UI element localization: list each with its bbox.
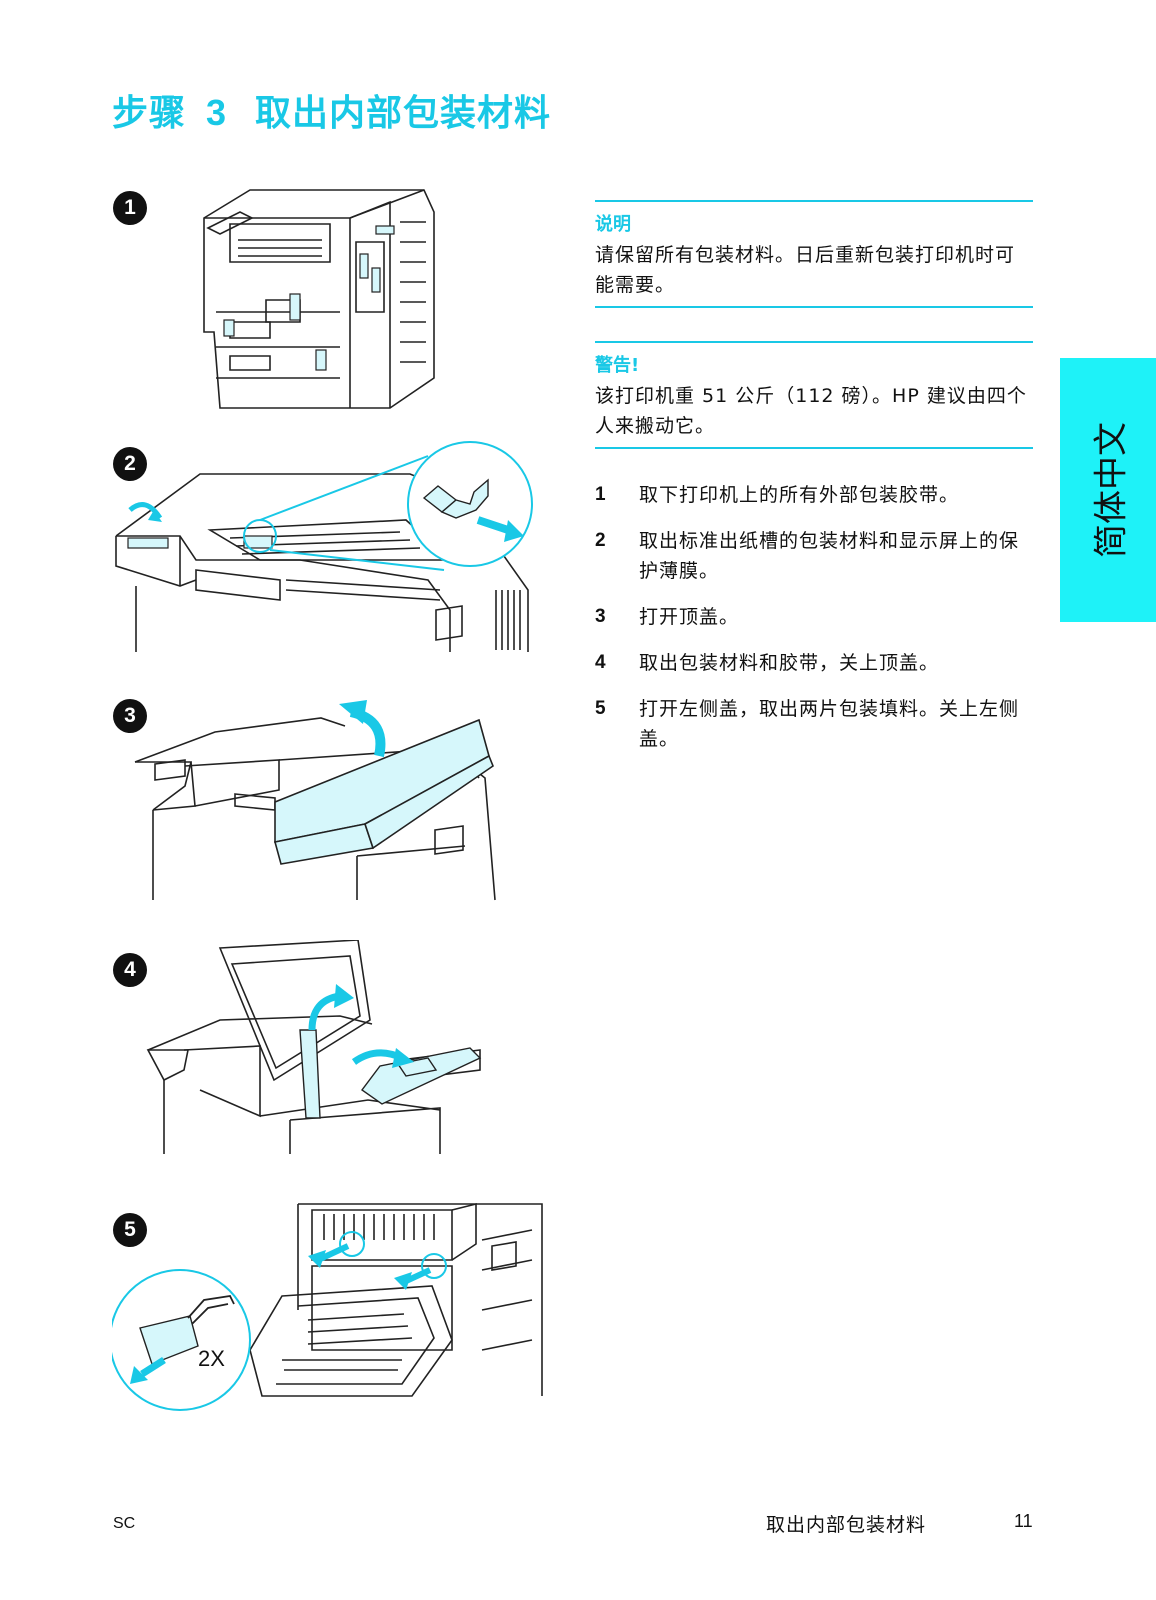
list-item: 2 取出标准出纸槽的包装材料和显示屏上的保护薄膜。 [595,526,1035,586]
language-tab-label: 简体中文 [1091,422,1132,558]
step-number: 5 [595,698,607,719]
step-badge-4: 4 [113,953,147,987]
steps-list: 1 取下打印机上的所有外部包装胶带。 2 取出标准出纸槽的包装材料和显示屏上的保… [595,480,1035,770]
note-box: 说明 请保留所有包装材料。日后重新包装打印机时可能需要。 [595,200,1033,308]
list-item: 3 打开顶盖。 [595,602,1035,632]
step-text: 打开顶盖。 [639,606,740,628]
list-item: 5 打开左侧盖，取出两片包装填料。关上左侧盖。 [595,694,1035,754]
warning-text: 该打印机重 51 公斤（112 磅）。HP 建议由四个人来搬动它。 [595,385,1027,437]
list-item: 1 取下打印机上的所有外部包装胶带。 [595,480,1035,510]
step-badge-2: 2 [113,447,147,481]
step-number: 4 [595,652,607,673]
step-text: 取出标准出纸槽的包装材料和显示屏上的保护薄膜。 [639,530,1020,582]
step-badge-5: 5 [113,1213,147,1247]
page-title: 步骤 3 取出内部包装材料 [112,84,551,136]
page-number: 11 [1014,1511,1033,1531]
note-text: 请保留所有包装材料。日后重新包装打印机时可能需要。 [595,244,1016,296]
step-text: 取出包装材料和胶带，关上顶盖。 [639,652,940,674]
language-tab: 简体中文 [1060,358,1156,622]
step-badge-1: 1 [113,191,147,225]
title-number: 3 [206,92,228,133]
open-top-cover-illustration [134,700,496,901]
footer-section-title: 取出内部包装材料 [766,1514,927,1536]
warning-box: 警告! 该打印机重 51 公斤（112 磅）。HP 建议由四个人来搬动它。 [595,341,1033,449]
title-prefix: 步骤 [112,93,187,134]
fig5-callout-label: 2X [198,1346,225,1371]
step-number: 3 [595,606,607,627]
note-heading: 说明 [595,214,631,235]
printer-front-illustration [203,189,435,409]
step-text: 打开左侧盖，取出两片包装填料。关上左侧盖。 [639,698,1020,750]
step-badge-3: 3 [113,699,147,733]
remove-packing-illustration [146,940,482,1154]
step-number: 2 [595,530,607,551]
warning-heading: 警告! [595,355,640,376]
list-item: 4 取出包装材料和胶带，关上顶盖。 [595,648,1035,678]
left-door-illustration: 2X [112,1202,543,1411]
step-number: 1 [595,484,607,505]
step-text: 取下打印机上的所有外部包装胶带。 [639,484,960,506]
title-text: 取出内部包装材料 [255,93,552,134]
output-bin-illustration [115,441,533,652]
footer-language-code: SC [113,1515,136,1532]
